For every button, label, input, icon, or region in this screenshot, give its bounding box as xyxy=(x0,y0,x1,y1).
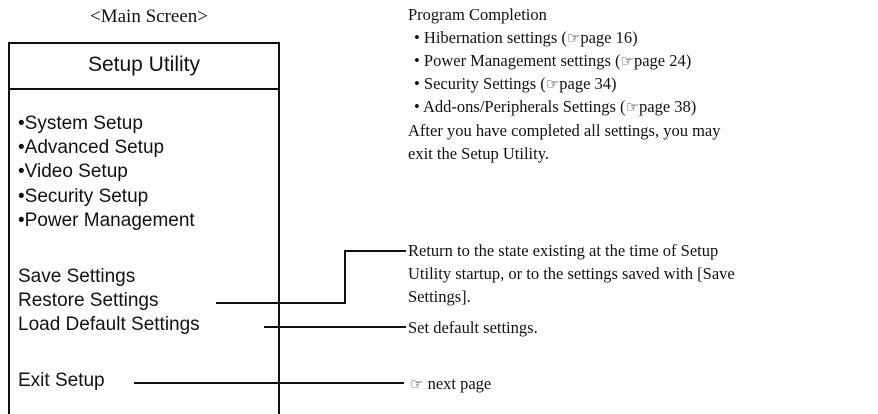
setup-utility-title: Setup Utility xyxy=(8,42,280,90)
restore-desc-line2: Utility startup, or to the settings save… xyxy=(408,264,735,283)
completion-note-line1: After you have completed all settings, y… xyxy=(408,121,721,140)
save-settings-item[interactable]: Save Settings xyxy=(18,266,136,287)
exit-setup-desc: ☞ next page xyxy=(410,373,491,396)
menu-item-system-setup[interactable]: •System Setup xyxy=(18,113,143,134)
pointing-hand-icon: ☞ xyxy=(620,54,634,70)
power-management-settings-item: • Power Management settings (☞page 24) xyxy=(414,50,691,73)
setup-utility-title-text: Setup Utility xyxy=(87,53,201,76)
restore-settings-item[interactable]: Restore Settings xyxy=(18,290,159,311)
menu-item-security-setup[interactable]: •Security Setup xyxy=(18,186,149,207)
security-settings-text: • Security Settings ( xyxy=(414,74,546,93)
exit-setup-connector xyxy=(134,382,404,384)
power-management-settings-text: • Power Management settings ( xyxy=(414,51,621,70)
pointing-hand-icon: ☞ xyxy=(566,31,581,47)
security-page-ref[interactable]: page 34) xyxy=(559,74,617,93)
setup-utility-panel xyxy=(8,42,280,414)
hibernation-page-ref[interactable]: page 16) xyxy=(580,28,638,47)
restore-desc-line3: Settings]. xyxy=(408,287,471,306)
pointing-hand-icon: ☞ xyxy=(625,100,640,116)
load-default-desc: Set default settings. xyxy=(408,318,538,337)
hibernation-settings-item: • Hibernation settings (☞page 16) xyxy=(414,27,638,50)
restore-connector-h1 xyxy=(216,302,346,304)
power-management-page-ref[interactable]: page 24) xyxy=(633,51,692,70)
exit-setup-item[interactable]: Exit Setup xyxy=(18,370,105,391)
menu-item-video-setup[interactable]: •Video Setup xyxy=(18,161,128,182)
main-screen-caption: <Main Screen> xyxy=(90,6,208,27)
restore-connector-v xyxy=(344,250,346,304)
program-completion-heading: Program Completion xyxy=(408,5,547,24)
security-settings-item: • Security Settings (☞page 34) xyxy=(414,73,617,96)
menu-item-power-management[interactable]: •Power Management xyxy=(18,210,195,231)
add-ons-peripherals-settings-item: • Add-ons/Peripherals Settings (☞page 38… xyxy=(414,96,696,119)
load-default-settings-item[interactable]: Load Default Settings xyxy=(18,314,200,335)
completion-note-line2: exit the Setup Utility. xyxy=(408,144,549,163)
restore-desc-line1: Return to the state existing at the time… xyxy=(408,241,719,260)
add-ons-peripherals-page-ref[interactable]: page 38) xyxy=(639,97,697,116)
hibernation-settings-text: • Hibernation settings ( xyxy=(414,28,567,47)
load-default-connector xyxy=(264,326,406,328)
menu-item-advanced-setup[interactable]: •Advanced Setup xyxy=(18,137,165,158)
pointing-hand-icon: ☞ xyxy=(410,377,424,393)
pointing-hand-icon: ☞ xyxy=(545,77,560,93)
add-ons-peripherals-settings-text: • Add-ons/Peripherals Settings ( xyxy=(414,97,626,116)
next-page-link[interactable]: next page xyxy=(427,374,492,393)
restore-connector-h2 xyxy=(344,250,406,252)
